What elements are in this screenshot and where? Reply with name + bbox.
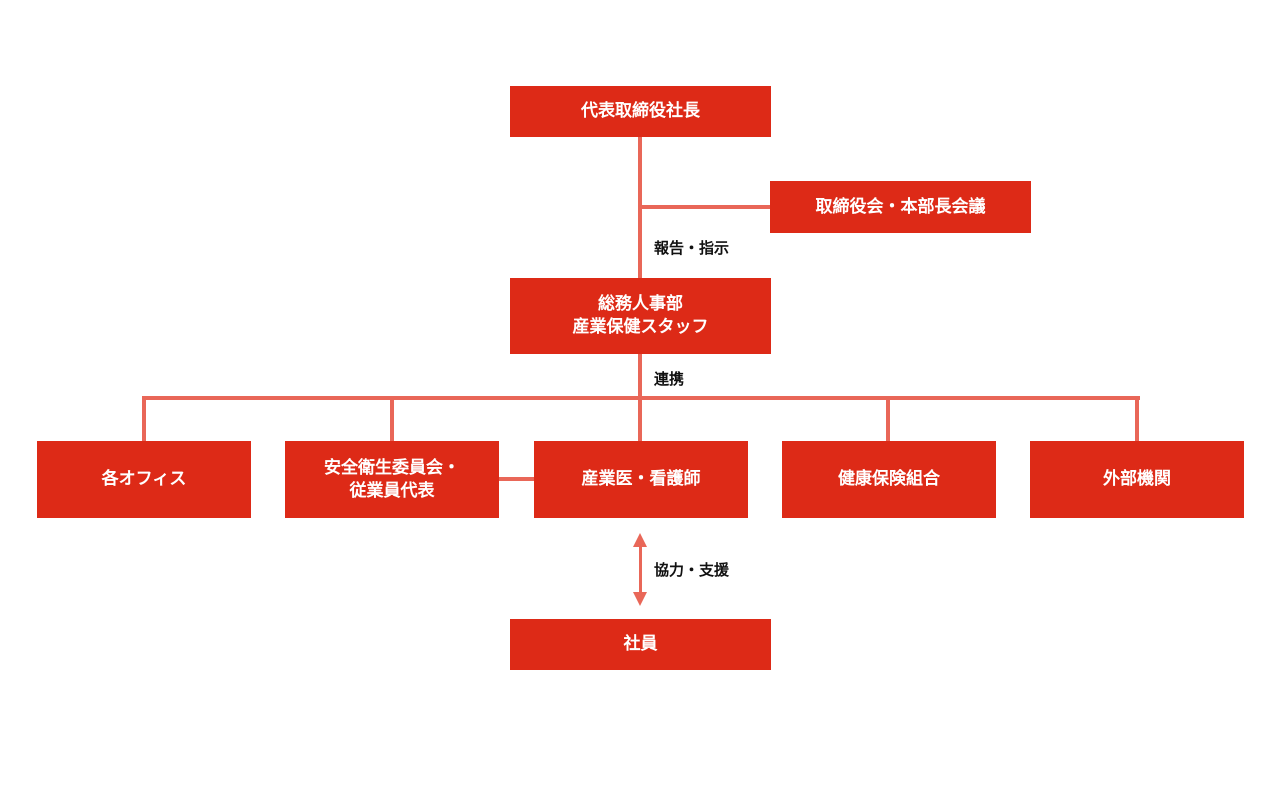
connector-drop-insurance	[886, 396, 890, 442]
node-external: 外部機関	[1030, 441, 1244, 518]
node-hr: 総務人事部 産業保健スタッフ	[510, 278, 771, 354]
connector-drop-offices	[142, 396, 146, 442]
connector-drop-external	[1135, 396, 1139, 442]
arrow-shaft	[639, 545, 642, 597]
node-insurance-label: 健康保険組合	[838, 469, 940, 490]
label-support: 協力・支援	[654, 561, 730, 579]
connector-board-branch	[640, 205, 772, 209]
node-safety-label-line1: 安全衛生委員会・	[324, 457, 460, 478]
node-doctor-label: 産業医・看護師	[581, 469, 701, 490]
node-employees-label: 社員	[623, 634, 658, 655]
connector-safety-to-doctor	[498, 477, 536, 481]
node-offices-label: 各オフィス	[101, 469, 187, 490]
connector-drop-safety	[390, 396, 394, 442]
label-report-instruction: 報告・指示	[654, 239, 730, 257]
node-hr-label-line1: 総務人事部	[598, 294, 683, 315]
node-doctor-nurse: 産業医・看護師	[534, 441, 748, 518]
node-board: 取締役会・本部長会議	[770, 181, 1031, 233]
node-employees: 社員	[510, 619, 771, 670]
node-safety-label-line2: 従業員代表	[349, 480, 435, 501]
arrow-head-down-icon	[633, 592, 647, 606]
node-board-label: 取締役会・本部長会議	[815, 196, 986, 217]
node-offices: 各オフィス	[37, 441, 251, 518]
label-cooperation: 連携	[654, 370, 685, 388]
node-hr-label-line2: 産業保健スタッフ	[572, 317, 709, 337]
arrow-head-up-icon	[633, 533, 647, 547]
node-external-label: 外部機関	[1103, 469, 1171, 490]
node-safety-committee: 安全衛生委員会・ 従業員代表	[285, 441, 499, 518]
node-ceo: 代表取締役社長	[510, 86, 771, 137]
node-health-insurance: 健康保険組合	[782, 441, 996, 518]
connector-horizontal-bus	[142, 396, 1140, 400]
node-ceo-label: 代表取締役社長	[581, 101, 700, 122]
